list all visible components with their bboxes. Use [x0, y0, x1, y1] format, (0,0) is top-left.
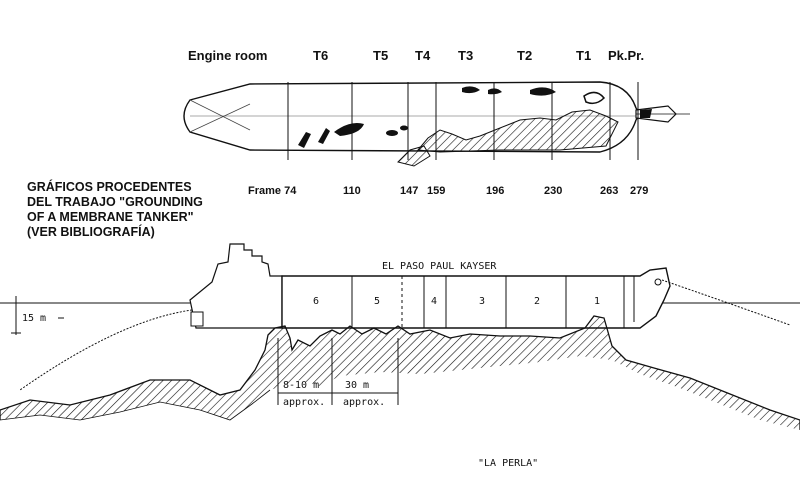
frame-label-279: 279 [630, 185, 648, 197]
frame-label-263: 263 [600, 185, 618, 197]
label-engine-room: Engine room [188, 48, 267, 63]
label-pk-pr: Pk.Pr. [608, 48, 644, 63]
ship-name: EL PASO PAUL KAYSER [382, 261, 497, 272]
mooring-line-bow [661, 279, 791, 326]
tank-label-4: 4 [431, 296, 437, 307]
caption-line-4: (VER BIBLIOGRAFÍA) [27, 224, 155, 239]
damage-spot-t6-b [318, 128, 330, 144]
mooring-line-stern [19, 309, 193, 391]
reef-inner-contour [0, 389, 271, 421]
depth-label: 15 m [22, 313, 46, 324]
frame-label-230: 230 [544, 185, 562, 197]
superstructure [189, 243, 283, 329]
frame-label-196: 196 [486, 185, 504, 197]
label-t3: T3 [458, 48, 473, 63]
dim-label-1-note: approx. [283, 397, 325, 408]
rudder [190, 311, 204, 327]
bow-hawse [654, 278, 662, 286]
damage-spot-t4-a [386, 130, 398, 136]
hull-profile [281, 267, 671, 329]
label-t6: T6 [313, 48, 328, 63]
frame-label-74: Frame 74 [248, 185, 297, 197]
tank-label-3: 3 [479, 296, 485, 307]
damage-area-t4 [397, 145, 431, 167]
dim-label-2: 30 m [345, 380, 369, 391]
damage-spot-t6-a [298, 132, 311, 148]
frame-label-110: 110 [343, 185, 361, 197]
label-t2: T2 [517, 48, 532, 63]
reef-name: "LA PERLA" [478, 458, 538, 469]
tank-label-2: 2 [534, 296, 540, 307]
frame-label-147: 147 [400, 185, 418, 197]
damage-spot-t1 [583, 91, 606, 105]
damage-spot-bow [640, 109, 652, 118]
damage-spot-t5 [334, 123, 364, 136]
reef-interior [0, 356, 800, 500]
plan-view: Engine room T6 T5 T4 T3 T2 T1 Pk.Pr. [183, 48, 690, 197]
frame-label-159: 159 [427, 185, 445, 197]
caption-line-3: OF A MEMBRANE TANKER" [27, 210, 194, 224]
hull-plan-outline [183, 81, 641, 153]
caption-line-2: DEL TRABAJO "GROUNDING [27, 195, 203, 209]
damage-spot-t2 [530, 87, 556, 96]
caption-block: GRÁFICOS PROCEDENTES DEL TRABAJO "GROUND… [27, 179, 203, 239]
tank-label-1: 1 [594, 296, 600, 307]
label-t1: T1 [576, 48, 591, 63]
dim-label-2-note: approx. [343, 397, 385, 408]
damage-spot-t3-a [462, 86, 480, 94]
dim-label-1: 8-10 m [283, 380, 319, 391]
damage-spot-t3-b [488, 88, 502, 95]
caption-line-1: GRÁFICOS PROCEDENTES [27, 179, 192, 194]
damage-spot-t4-b [400, 125, 408, 131]
stern-line-upper [189, 99, 251, 131]
damage-area-bottom [417, 109, 619, 153]
profile-view: 15 m EL PASO PAUL KAYSER 6 5 4 3 2 1 [0, 243, 800, 500]
label-t5: T5 [373, 48, 388, 63]
label-t4: T4 [415, 48, 431, 63]
tank-label-5: 5 [374, 296, 380, 307]
stern-line-lower [189, 103, 251, 133]
tank-label-6: 6 [313, 296, 319, 307]
